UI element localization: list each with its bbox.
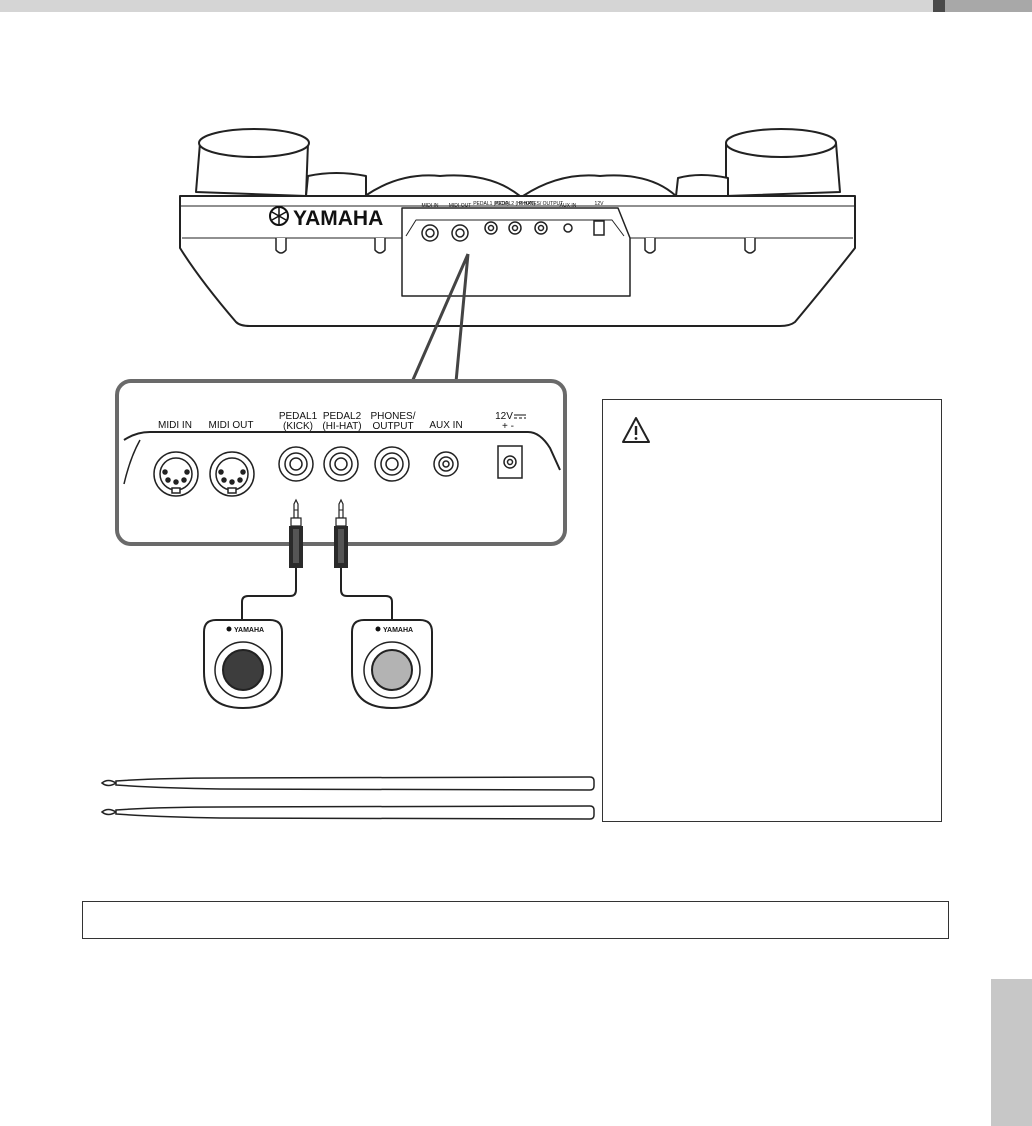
kick-pedal-cable <box>241 568 297 620</box>
drumstick-1 <box>100 776 595 791</box>
pedal2-jack <box>323 446 359 482</box>
rear-power-jack <box>593 220 605 236</box>
jack-labels: MIDI IN MIDI OUT PEDAL1 (KICK) PEDAL2 (H… <box>158 411 514 432</box>
label-midi-out: MIDI OUT <box>209 420 254 431</box>
label-power-line2: + - <box>502 421 514 432</box>
label-pedal1-line1: PEDAL1 <box>279 411 318 422</box>
side-index-tab <box>991 979 1032 1126</box>
jack-panel-recess-line <box>123 431 561 471</box>
yamaha-logo: YAMAHA <box>269 206 383 230</box>
label-phones-line2: OUTPUT <box>372 421 413 432</box>
drum-connection-diagram: MIDI IN MIDI OUT PEDAL1 (KICK) PEDAL2 (H… <box>100 128 856 820</box>
dc-polarity-icon <box>514 414 526 419</box>
rear-label-aux: AUX IN <box>560 203 577 209</box>
pedal-logo-emblem-icon <box>375 626 381 632</box>
callout-leader <box>410 253 470 383</box>
aux-in-jack <box>433 451 459 477</box>
phones-output-jack <box>374 446 410 482</box>
label-midi-in: MIDI IN <box>158 420 192 431</box>
rear-jacks <box>421 220 605 242</box>
rear-label-phones: PHONES/ OUTPUT <box>519 201 563 207</box>
header-bar-marker <box>933 0 945 12</box>
kick-foot-pedal: YAMAHA <box>203 619 283 710</box>
midi-in-jack <box>153 451 199 497</box>
label-phones-line1: PHONES/ <box>370 411 415 422</box>
drum-unit-rear <box>179 128 856 327</box>
dc-in-jack <box>497 445 523 479</box>
pedal-logo-emblem-icon <box>226 626 232 632</box>
midi-out-jack <box>209 451 255 497</box>
warning-triangle-icon <box>622 417 650 443</box>
rear-panel-label-row: MIDI IN MIDI OUT PEDAL1 (KICK) PEDAL2 (H… <box>422 201 605 209</box>
header-bar <box>0 0 933 12</box>
rear-label-midi-in: MIDI IN <box>422 203 439 209</box>
note-box <box>82 901 949 939</box>
caution-box <box>602 399 942 822</box>
kick-pedal-pad <box>222 649 264 691</box>
drumstick-2 <box>100 805 595 820</box>
hihat-pedal-cable <box>340 568 393 620</box>
label-pedal2-line2: (HI-HAT) <box>322 421 361 432</box>
hihat-pedal-pad <box>371 649 413 691</box>
label-power-line1: 12V <box>495 411 513 422</box>
rear-label-midi-out: MIDI OUT <box>449 203 472 209</box>
yamaha-logo-text: YAMAHA <box>293 207 383 230</box>
rear-label-power: 12V <box>595 201 605 207</box>
pedal1-jack <box>278 446 314 482</box>
label-aux-in: AUX IN <box>429 420 462 431</box>
hihat-pedal-logo: YAMAHA <box>383 627 413 634</box>
pedal2-plug <box>334 498 348 568</box>
tuning-fork-emblem-icon <box>269 206 289 226</box>
rear-label-pedal1: PEDAL1 (KICK) <box>473 201 509 207</box>
header-bar-tab <box>945 0 1032 12</box>
rear-label-pedal2: PEDAL2 (HI-HAT) <box>495 201 536 207</box>
label-pedal2-line1: PEDAL2 <box>323 411 362 422</box>
hihat-foot-pedal: YAMAHA <box>351 619 433 710</box>
label-pedal1-line2: (KICK) <box>283 421 313 432</box>
rear-aux-jack <box>563 223 573 233</box>
kick-pedal-logo: YAMAHA <box>234 627 264 634</box>
pedal1-plug <box>289 498 303 568</box>
